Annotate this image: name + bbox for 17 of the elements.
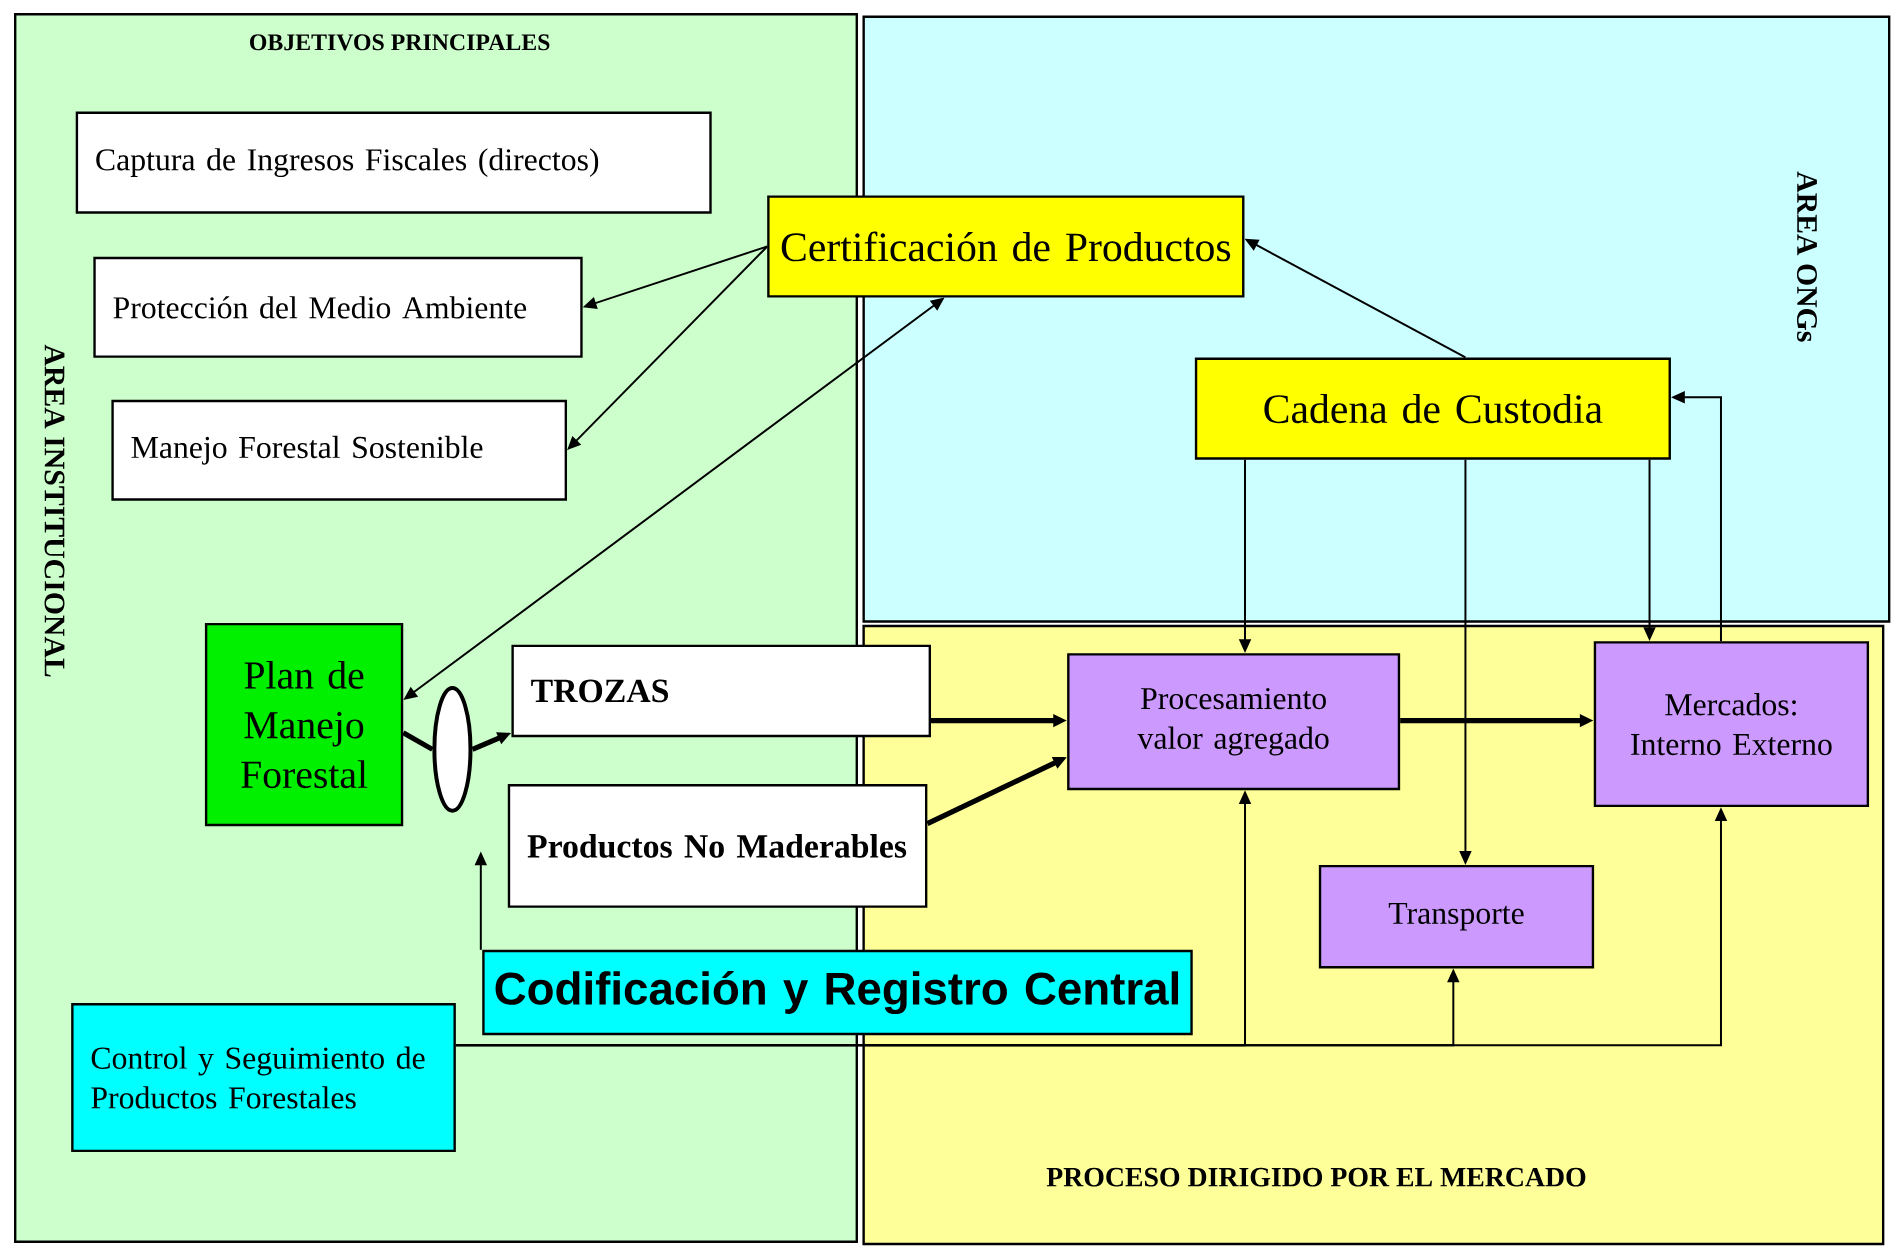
panel-heading: OBJETIVOS PRINCIPALES	[250, 34, 550, 51]
process-box: Transporte	[1318, 864, 1595, 969]
process-box: Cadena de Custodia	[1194, 357, 1671, 460]
process-box: Mercados: Interno Externo	[1593, 641, 1870, 807]
process-box: Control y Seguimiento de Productos Forestales	[71, 1002, 456, 1152]
vertical-label: AREA ONGs	[1797, 171, 1817, 342]
objective-box: Captura de Ingresos Fiscales (directos)	[75, 111, 712, 214]
process-box: Certificación de Productos	[767, 195, 1245, 298]
process-box: Plan de Manejo Forestal	[204, 622, 404, 827]
product-box: TROZAS	[511, 644, 931, 738]
panel-heading: PROCESO DIRIGIDO POR EL MERCADO	[1046, 1167, 1586, 1187]
product-box: Productos No Maderables	[507, 783, 928, 908]
objective-box: Manejo Forestal Sostenible	[111, 399, 568, 501]
process-box: Codificación y Registro Central	[482, 949, 1193, 1036]
vertical-label: AREA INSTITUCIONAL	[44, 344, 65, 677]
process-box: Procesamiento valor agregado	[1067, 653, 1401, 791]
objective-box: Protección del Medio Ambiente	[93, 256, 583, 358]
